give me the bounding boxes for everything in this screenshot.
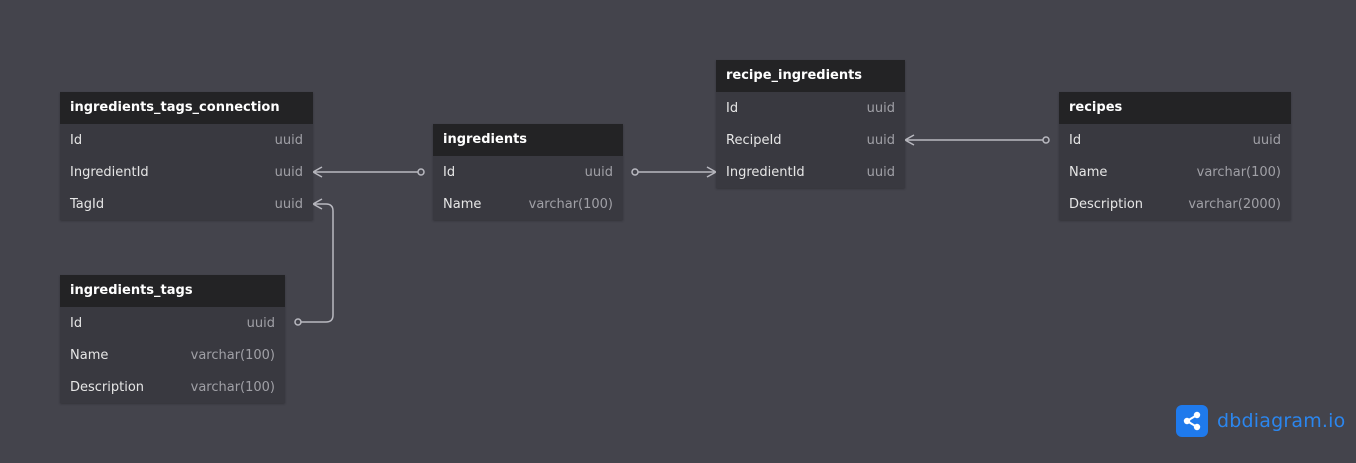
field-type: varchar(100): [1196, 164, 1281, 180]
field-name: Id: [443, 164, 456, 180]
field-type: varchar(100): [190, 379, 275, 395]
field-row[interactable]: RecipeId uuid: [716, 124, 905, 156]
table-ingredients-tags[interactable]: ingredients_tags Id uuid Name varchar(10…: [60, 275, 285, 403]
field-name: Description: [70, 379, 145, 395]
field-type: varchar(2000): [1188, 196, 1281, 212]
table-ingredients[interactable]: ingredients Id uuid Name varchar(100): [433, 124, 623, 220]
field-type: uuid: [866, 132, 895, 148]
one-marker: [631, 168, 639, 176]
field-name: TagId: [70, 196, 105, 212]
field-name: RecipeId: [726, 132, 782, 148]
field-type: uuid: [274, 132, 303, 148]
crowfoot-marker: [903, 134, 915, 146]
one-marker: [294, 318, 302, 326]
brand-name: dbdiagram.io: [1217, 410, 1346, 432]
table-ingredients-tags-connection[interactable]: ingredients_tags_connection Id uuid Ingr…: [60, 92, 313, 220]
field-name: Name: [443, 196, 482, 212]
field-row[interactable]: Id uuid: [716, 92, 905, 124]
crowfoot-marker: [311, 166, 323, 178]
field-row[interactable]: Name varchar(100): [60, 339, 285, 371]
field-name: Id: [70, 132, 83, 148]
crowfoot-marker: [311, 198, 323, 210]
field-type: uuid: [1252, 132, 1281, 148]
field-name: Id: [70, 315, 83, 331]
field-type: uuid: [866, 100, 895, 116]
field-type: uuid: [274, 164, 303, 180]
field-row[interactable]: Id uuid: [60, 307, 285, 339]
field-row[interactable]: Id uuid: [1059, 124, 1291, 156]
field-row[interactable]: Id uuid: [60, 124, 313, 156]
field-row[interactable]: Id uuid: [433, 156, 623, 188]
field-type: uuid: [584, 164, 613, 180]
table-header[interactable]: ingredients_tags: [60, 275, 285, 307]
field-type: uuid: [274, 196, 303, 212]
table-header[interactable]: ingredients: [433, 124, 623, 156]
field-name: IngredientId: [70, 164, 149, 180]
field-type: varchar(100): [190, 347, 275, 363]
field-name: Name: [1069, 164, 1108, 180]
field-type: uuid: [246, 315, 275, 331]
field-type: varchar(100): [528, 196, 613, 212]
field-name: Id: [726, 100, 739, 116]
field-name: IngredientId: [726, 164, 805, 180]
field-row[interactable]: TagId uuid: [60, 188, 313, 220]
field-type: uuid: [866, 164, 895, 180]
one-marker: [417, 168, 425, 176]
table-header[interactable]: ingredients_tags_connection: [60, 92, 313, 124]
field-name: Name: [70, 347, 109, 363]
field-row[interactable]: Description varchar(100): [60, 371, 285, 403]
table-recipe-ingredients[interactable]: recipe_ingredients Id uuid RecipeId uuid…: [716, 60, 905, 188]
field-row[interactable]: Description varchar(2000): [1059, 188, 1291, 220]
brand-logo[interactable]: dbdiagram.io: [1176, 404, 1345, 438]
field-row[interactable]: IngredientId uuid: [716, 156, 905, 188]
table-header[interactable]: recipe_ingredients: [716, 60, 905, 92]
table-recipes[interactable]: recipes Id uuid Name varchar(100) Descri…: [1059, 92, 1291, 220]
one-marker: [1042, 136, 1050, 144]
share-nodes-icon: [1176, 405, 1208, 437]
field-name: Id: [1069, 132, 1082, 148]
field-name: Description: [1069, 196, 1144, 212]
relation-line-tagconn-tags[interactable]: [298, 203, 334, 323]
table-header[interactable]: recipes: [1059, 92, 1291, 124]
field-row[interactable]: Name varchar(100): [1059, 156, 1291, 188]
field-row[interactable]: Name varchar(100): [433, 188, 623, 220]
field-row[interactable]: IngredientId uuid: [60, 156, 313, 188]
